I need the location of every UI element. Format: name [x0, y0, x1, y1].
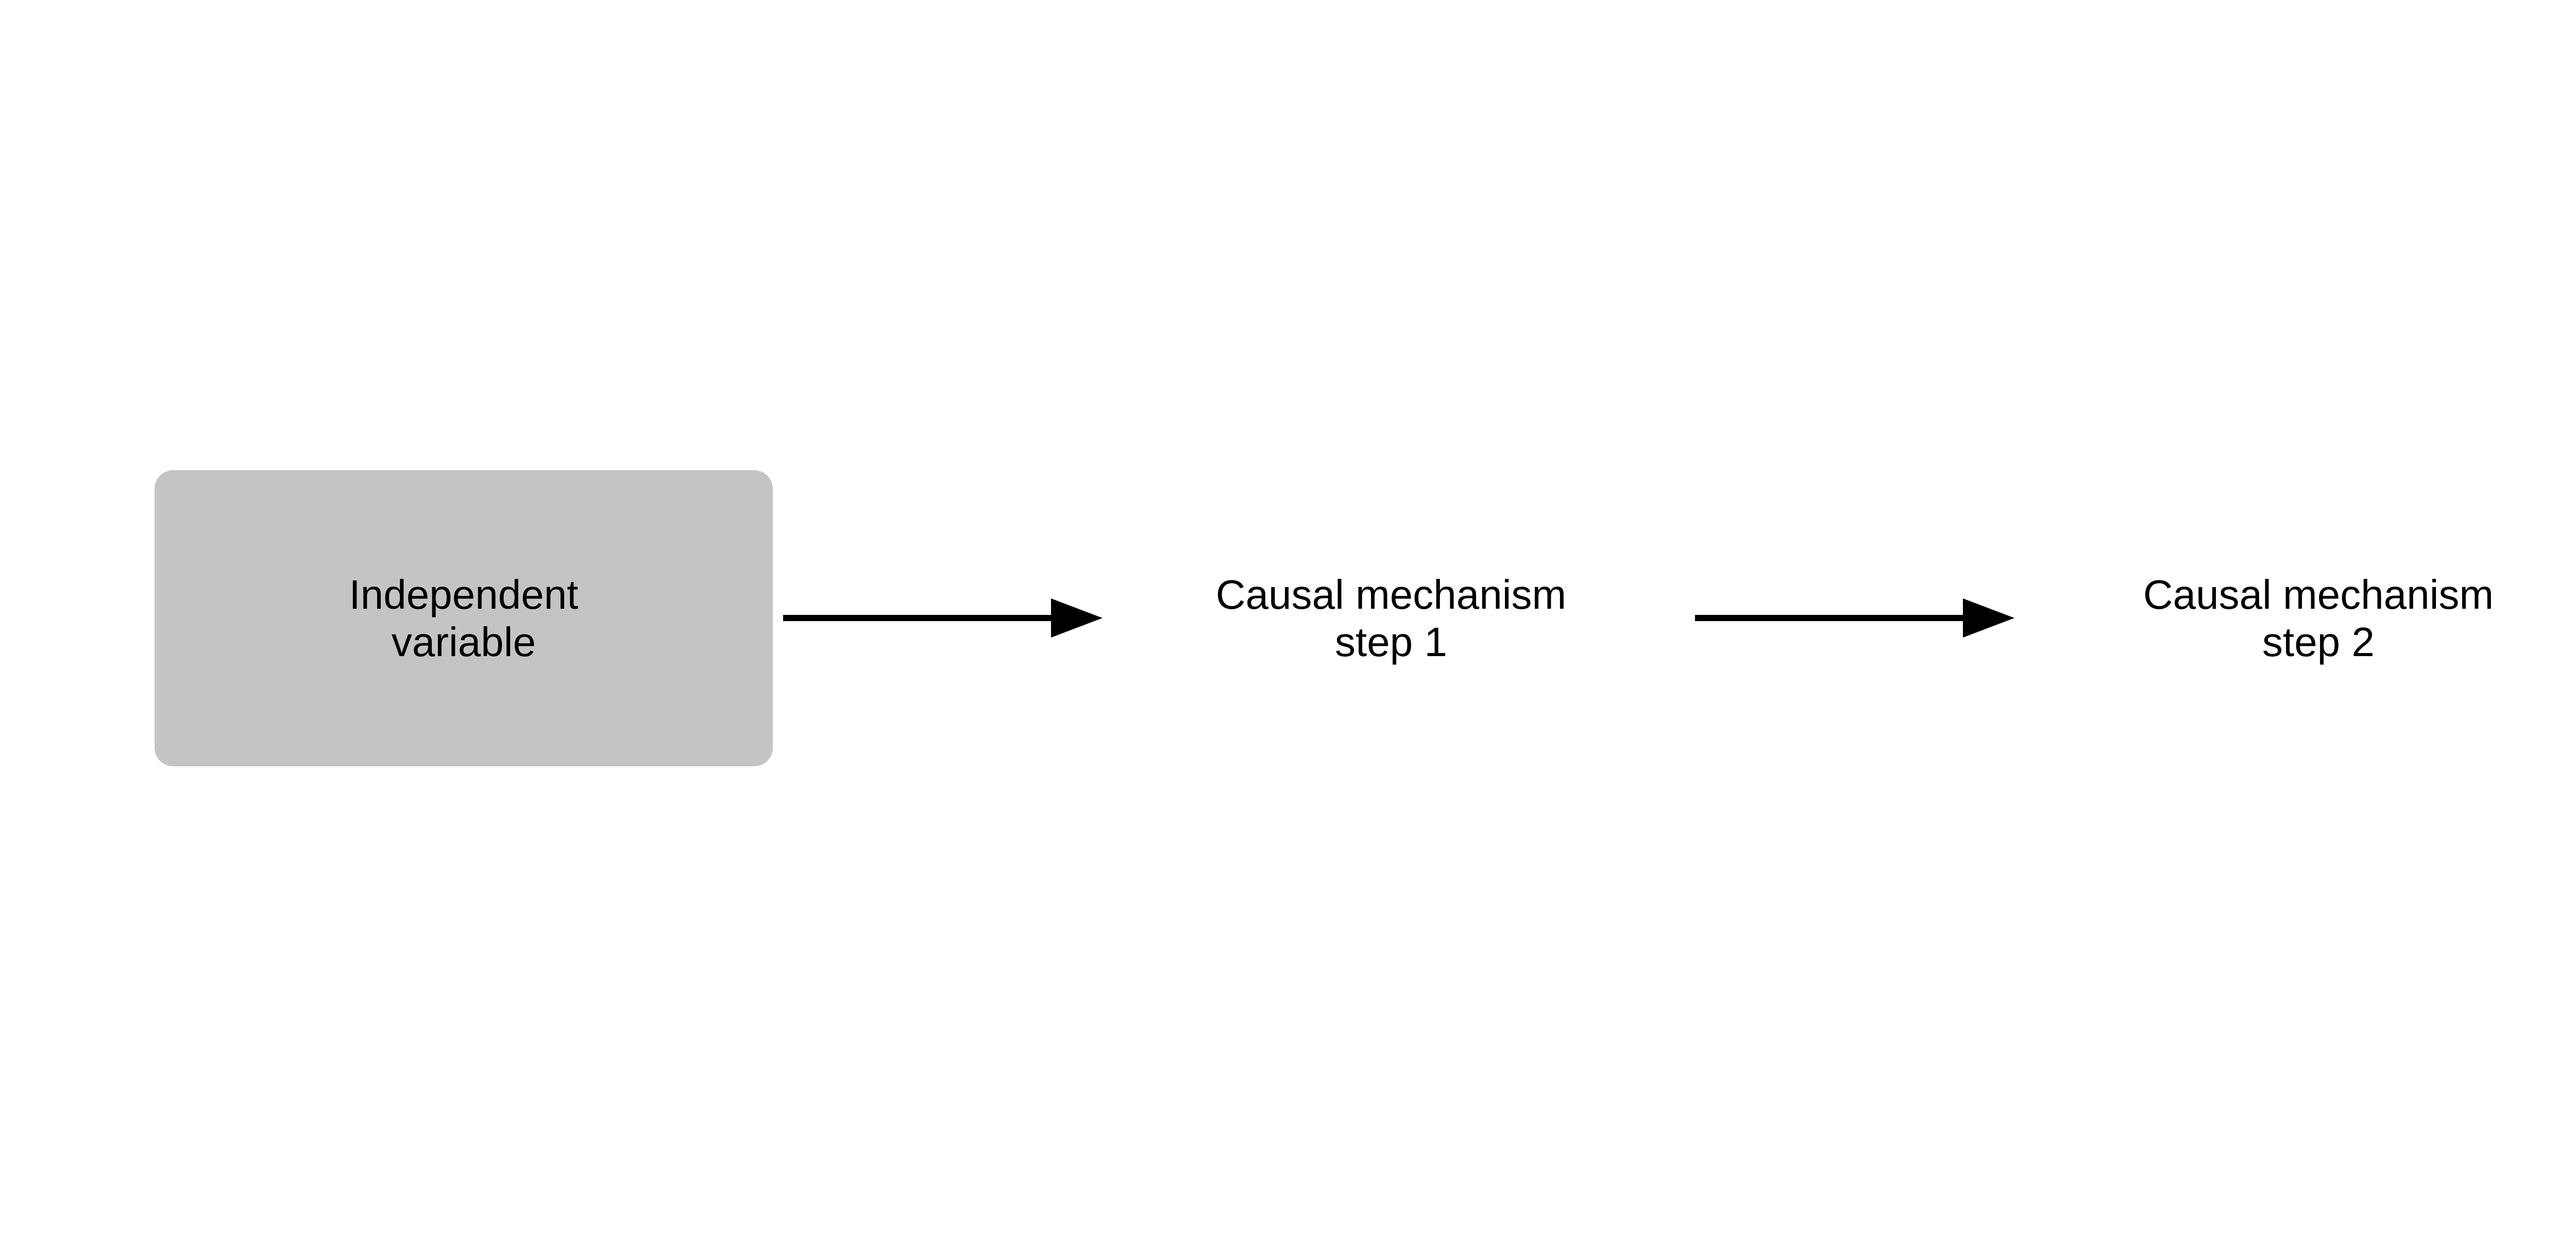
node-independent-label: Independent variable	[349, 571, 579, 666]
node-causal-mechanism-step1: Causal mechanism step 1	[1133, 470, 1649, 766]
node-label-line: variable	[391, 619, 536, 665]
node-causal-mechanism-step2: Causal mechanism step 2	[2061, 470, 2576, 766]
node-label-line: Causal mechanism	[1215, 571, 1567, 617]
node-independent-variable: Independent variable	[155, 470, 773, 766]
node-label-line: step 1	[1335, 619, 1447, 665]
arrow-step1-to-step2-icon	[1695, 598, 2014, 638]
node-mechanism1-label: Causal mechanism step 1	[1216, 571, 1566, 666]
node-label-line: Independent	[349, 571, 579, 617]
arrow-independent-to-step1-icon	[783, 598, 1103, 638]
node-label-line: Causal mechanism	[2143, 571, 2494, 617]
node-mechanism2-label: Causal mechanism step 2	[2143, 571, 2494, 666]
node-label-line: step 2	[2262, 619, 2375, 665]
